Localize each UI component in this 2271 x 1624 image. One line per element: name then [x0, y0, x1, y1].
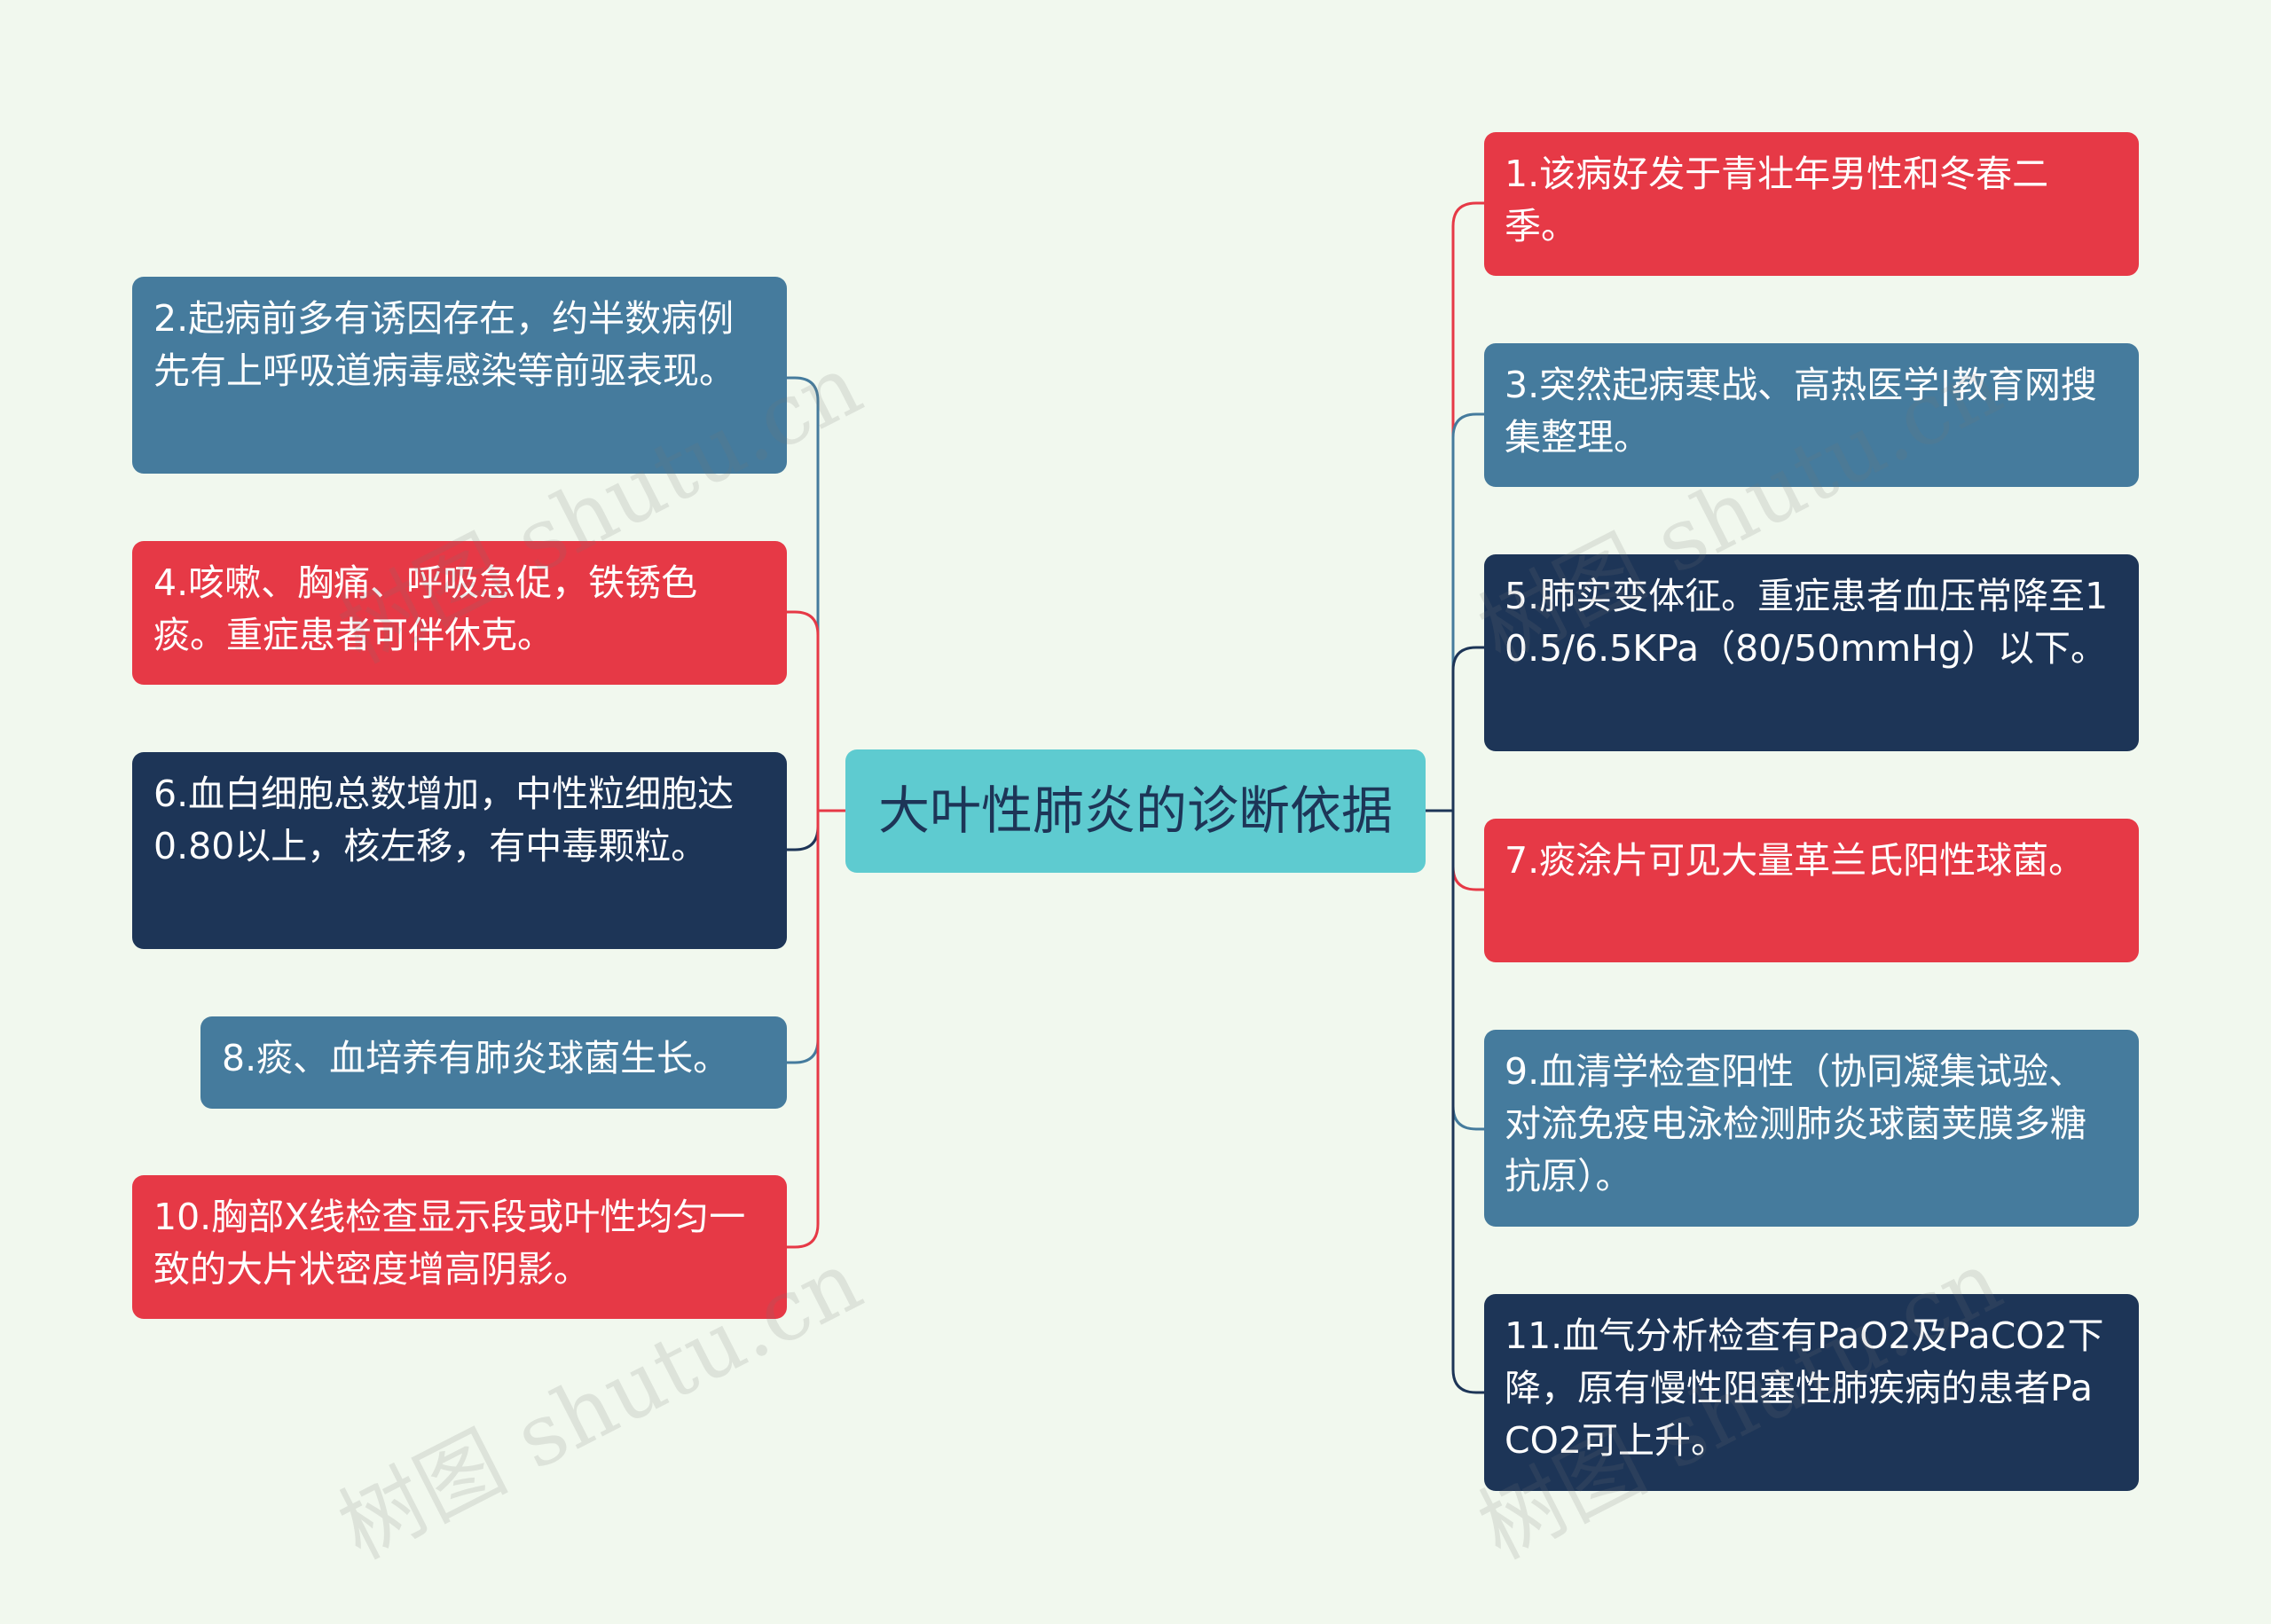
connector-right-3: [1426, 412, 1484, 812]
topic-node-6[interactable]: 6.血白细胞总数增加，中性粒细胞达0.80以上，核左移，有中毒颗粒。: [132, 752, 787, 949]
connector-left-6: [787, 809, 845, 851]
topic-node-7[interactable]: 7.痰涂片可见大量革兰氏阳性球菌。: [1484, 819, 2139, 962]
connector-right-7: [1426, 809, 1484, 891]
topic-node-1[interactable]: 1.该病好发于青壮年男性和冬春二季。: [1484, 132, 2139, 276]
topic-node-3[interactable]: 3.突然起病寒战、高热医学|教育网搜集整理。: [1484, 343, 2139, 487]
connector-right-11: [1426, 809, 1484, 1394]
topic-node-8[interactable]: 8.痰、血培养有肺炎球菌生长。: [200, 1016, 787, 1109]
topic-node-11[interactable]: 11.血气分析检查有PaO2及PaCO2下降，原有慢性阻塞性肺疾病的患者PaCO…: [1484, 1294, 2139, 1491]
connector-right-5: [1426, 646, 1484, 812]
topic-node-10[interactable]: 10.胸部X线检查显示段或叶性均匀一致的大片状密度增高阴影。: [132, 1175, 787, 1319]
connector-left-2: [787, 376, 845, 812]
topic-node-9[interactable]: 9.血清学检查阳性（协同凝集试验、对流免疫电泳检测肺炎球菌荚膜多糖抗原）。: [1484, 1030, 2139, 1227]
topic-node-4[interactable]: 4.咳嗽、胸痛、呼吸急促，铁锈色痰。重症患者可伴休克。: [132, 541, 787, 685]
topic-node-2[interactable]: 2.起病前多有诱因存在，约半数病例先有上呼吸道病毒感染等前驱表现。: [132, 277, 787, 474]
topic-node-5[interactable]: 5.肺实变体征。重症患者血压常降至10.5/6.5KPa（80/50mmHg）以…: [1484, 554, 2139, 751]
connector-right-9: [1426, 809, 1484, 1131]
connector-left-4: [787, 610, 845, 812]
connector-right-1: [1426, 201, 1484, 812]
connector-left-10: [787, 809, 845, 1249]
root-topic[interactable]: 大叶性肺炎的诊断依据: [845, 749, 1426, 873]
